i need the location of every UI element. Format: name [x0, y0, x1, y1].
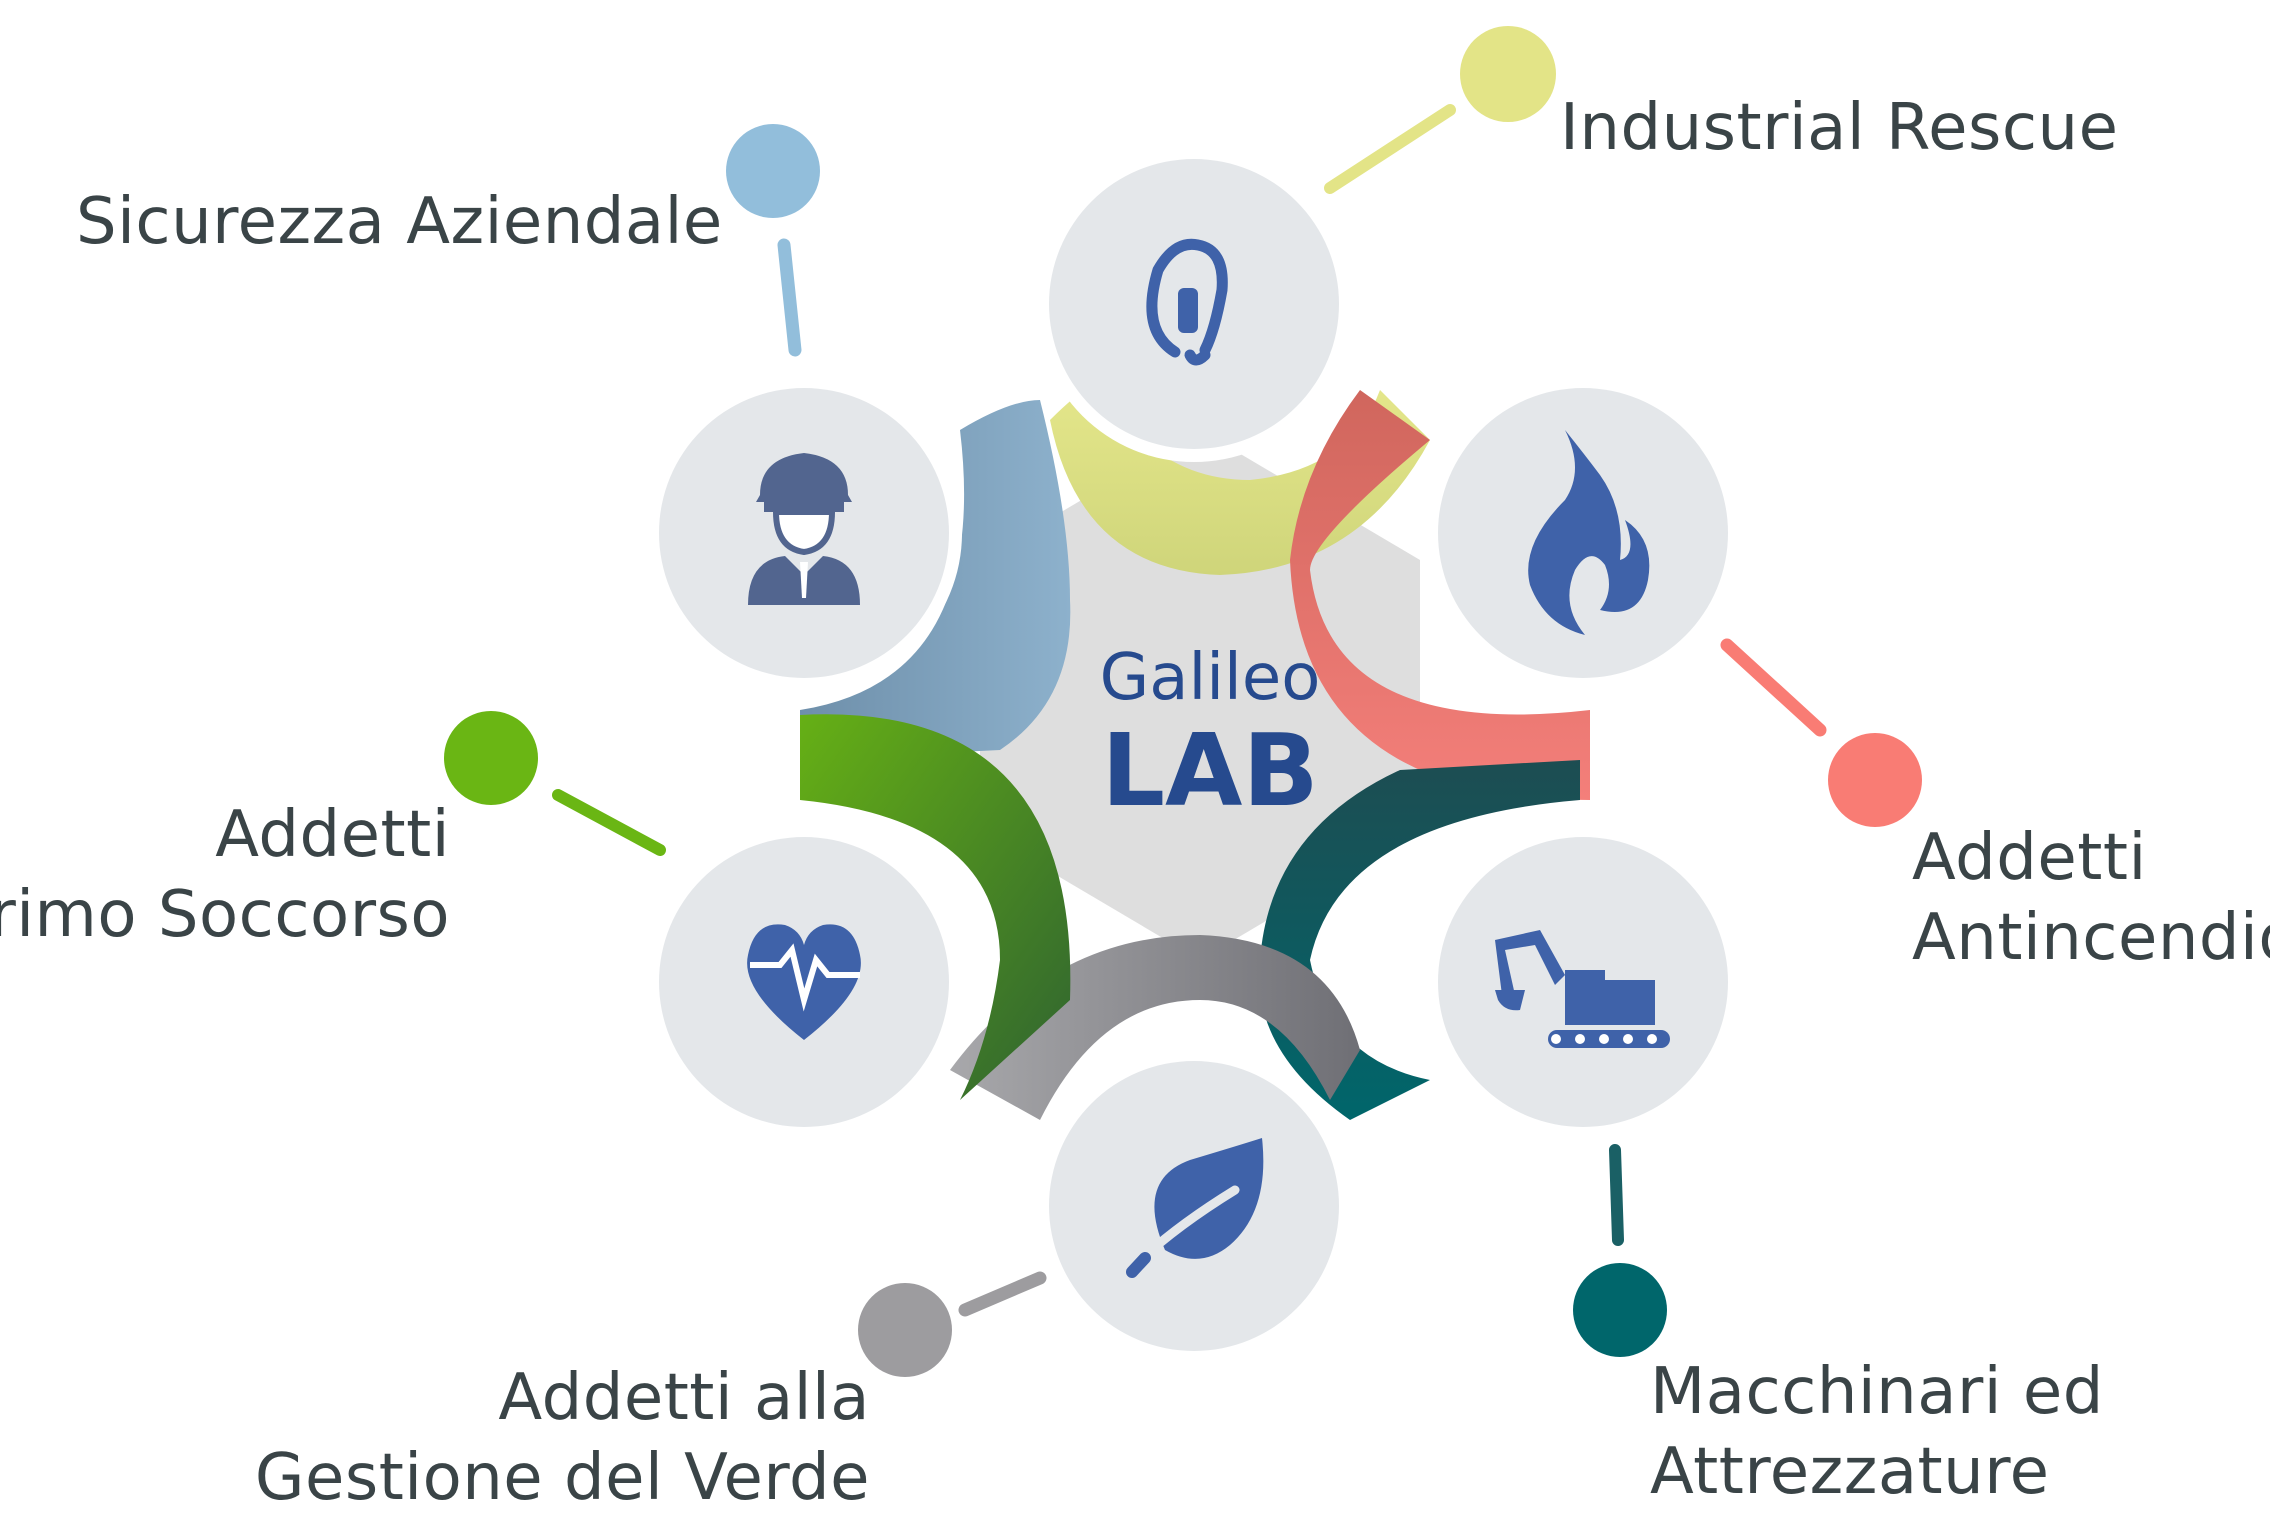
connector-sicurezza-aziendale — [726, 124, 820, 357]
segment-antincendio — [1290, 390, 1590, 800]
excavator-icon — [1495, 930, 1670, 1048]
label-line: Addetti — [1912, 821, 2147, 895]
segment-primo-soccorso — [800, 714, 1071, 1100]
label-line: Gestione del Verde — [254, 1441, 870, 1515]
label-industrial-rescue: Industrial Rescue — [1560, 88, 2118, 168]
connector-industrial-rescue — [1324, 26, 1556, 194]
label-addetti-antincendio: Addetti Antincendio — [1912, 818, 2270, 978]
connector-primo-soccorso — [444, 711, 666, 856]
label-line: Antincendio — [1912, 901, 2270, 975]
segment-sicurezza — [800, 400, 1071, 760]
label-line: Attrezzature — [1650, 1435, 2050, 1509]
label-line: Industrial Rescue — [1560, 91, 2119, 165]
center-title-line2: LAB — [1101, 712, 1319, 829]
label-line: Primo Soccorso — [0, 878, 450, 952]
label-line: Macchinari ed — [1650, 1355, 2104, 1429]
heart-pulse-icon — [747, 924, 861, 1040]
label-line: Addetti alla — [498, 1361, 870, 1435]
label-sicurezza-aziendale: Sicurezza Aziendale — [76, 182, 723, 262]
label-addetti-primo-soccorso: Addetti Primo Soccorso — [0, 795, 450, 955]
label-gestione-verde: Addetti alla Gestione del Verde — [255, 1358, 870, 1518]
connector-antincendio — [1720, 638, 1922, 827]
center-title: Galileo LAB — [1080, 640, 1340, 826]
label-line: Addetti — [215, 798, 450, 872]
carabiner-icon — [1146, 238, 1228, 366]
center-title-line1: Galileo — [1099, 641, 1321, 715]
connector-macchinari — [1573, 1144, 1667, 1357]
label-macchinari-attrezzature: Macchinari ed Attrezzature — [1650, 1352, 2104, 1512]
flame-icon — [1528, 430, 1650, 635]
leaf-icon — [1125, 1138, 1264, 1278]
connector-gestione-verde — [858, 1271, 1047, 1377]
label-line: Sicurezza Aziendale — [76, 185, 723, 259]
worker-helmet-icon — [748, 453, 860, 605]
